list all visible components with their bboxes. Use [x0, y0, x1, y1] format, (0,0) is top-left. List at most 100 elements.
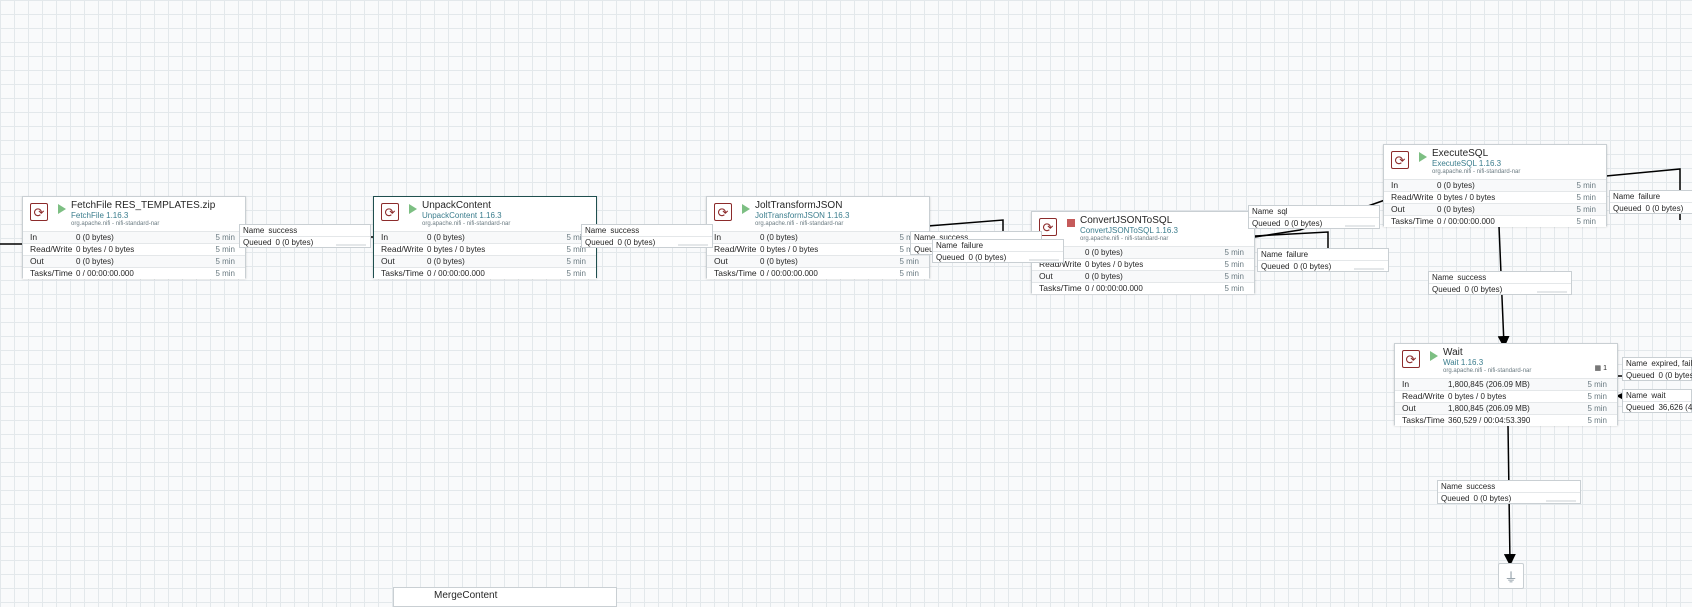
processor-name: FetchFile RES_TEMPLATES.zip	[71, 200, 216, 211]
stat-window: 5 min	[1224, 284, 1244, 293]
processor-icon: ⟳	[714, 203, 732, 221]
conn-queued-key: Queued	[1613, 204, 1642, 213]
queue-bar	[1546, 500, 1576, 502]
conn-queued-key: Queued	[1261, 262, 1290, 271]
stat-label-in: In	[381, 232, 389, 242]
conn-queued: 0 (0 bytes)	[1645, 204, 1684, 213]
processor-mergecontent-partial[interactable]: MergeContent	[393, 587, 617, 607]
processor-header: ⟳ Wait Wait 1.16.3 org.apache.nifi - nif…	[1395, 344, 1617, 378]
processor-header: ⟳ ConvertJSONToSQL ConvertJSONToSQL 1.16…	[1032, 212, 1254, 246]
processor-unpackcontent[interactable]: ⟳ UnpackContent UnpackContent 1.16.3 org…	[373, 196, 597, 279]
stat-label-rw: Read/Write	[30, 244, 73, 254]
stat-rw: 0 bytes / 0 bytes	[1085, 260, 1144, 269]
stat-rw: 0 bytes / 0 bytes	[76, 245, 135, 254]
conn-name: success	[1466, 482, 1496, 491]
conn-queued-key: Queued	[1441, 494, 1470, 503]
conn-queued-key: Queued	[1626, 403, 1655, 412]
processor-jolttransformjson[interactable]: ⟳ JoltTransformJSON JoltTransformJSON 1.…	[706, 196, 930, 279]
play-icon	[1430, 351, 1438, 361]
stat-window: 5 min	[1587, 404, 1607, 413]
processor-type: ExecuteSQL 1.16.3	[1432, 159, 1502, 168]
processor-executesql[interactable]: ⟳ ExecuteSQL ExecuteSQL 1.16.3 org.apach…	[1383, 144, 1607, 227]
stat-window: 5 min	[566, 245, 586, 254]
stat-window: 5 min	[1576, 205, 1596, 214]
conn-name-key: Name	[1432, 273, 1454, 282]
stat-window: 5 min	[215, 257, 235, 266]
processor-icon: ⟳	[30, 203, 48, 221]
conn-name-key: Name	[243, 226, 265, 235]
processor-fetchfile[interactable]: ⟳ FetchFile RES_TEMPLATES.zip FetchFile …	[22, 196, 246, 279]
queue-bar	[336, 244, 366, 246]
conn-queued-key: Queued	[914, 245, 943, 254]
conn-queued: 0 (0 bytes)	[1293, 262, 1332, 271]
active-thread-badge: ▦ 1	[1594, 365, 1607, 372]
stat-label-tasks: Tasks/Time	[1402, 415, 1445, 425]
conn-queued: 0 (0 bytes)	[1284, 219, 1323, 228]
stat-in: 0 (0 bytes)	[760, 233, 798, 242]
stat-window: 5 min	[566, 257, 586, 266]
processor-bundle: org.apache.nifi - nifi-standard-nar	[71, 221, 160, 227]
processor-name: JoltTransformJSON	[755, 200, 843, 211]
stat-window: 5 min	[1224, 260, 1244, 269]
processor-convertjsontosql[interactable]: ⟳ ConvertJSONToSQL ConvertJSONToSQL 1.16…	[1031, 211, 1255, 294]
processor-wait[interactable]: ⟳ Wait Wait 1.16.3 org.apache.nifi - nif…	[1394, 343, 1618, 426]
stat-label-tasks: Tasks/Time	[714, 268, 757, 278]
play-icon	[409, 204, 417, 214]
stat-tasks: 0 / 00:00:00.000	[1437, 217, 1495, 226]
stat-window: 5 min	[1224, 272, 1244, 281]
conn-queued-key: Queued	[1626, 371, 1655, 380]
conn-queued: 0 (0 bytes)	[968, 253, 1007, 262]
stat-label-rw: Read/Write	[1039, 259, 1082, 269]
processor-icon: ⟳	[1402, 350, 1420, 368]
processor-header: ⟳ UnpackContent UnpackContent 1.16.3 org…	[374, 197, 596, 231]
stat-window: 5 min	[215, 269, 235, 278]
stat-rw: 0 bytes / 0 bytes	[427, 245, 486, 254]
stat-label-out: Out	[381, 256, 395, 266]
stat-window: 5 min	[1576, 217, 1596, 226]
conn-name-key: Name	[1613, 192, 1635, 201]
conn-name: failure	[1286, 250, 1309, 259]
conn-queued: 0 (0 bytes)	[1473, 494, 1512, 503]
processor-type: FetchFile 1.16.3	[71, 211, 129, 220]
conn-name-key: Name	[585, 226, 607, 235]
stat-out: 0 (0 bytes)	[76, 257, 114, 266]
stat-in: 0 (0 bytes)	[76, 233, 114, 242]
play-icon	[742, 204, 750, 214]
processor-name: ExecuteSQL	[1432, 148, 1489, 159]
funnel-icon[interactable]: ⏚	[1498, 563, 1524, 589]
conn-name-key: Name	[1252, 207, 1274, 216]
queue-bar	[678, 244, 708, 246]
conn-name: success	[268, 226, 298, 235]
stat-label-rw: Read/Write	[1391, 192, 1434, 202]
conn-queued: 0 (0 bytes	[1658, 371, 1692, 380]
processor-bundle: org.apache.nifi - nifi-standard-nar	[755, 221, 844, 227]
stat-label-tasks: Tasks/Time	[30, 268, 73, 278]
active-thread-count: 1	[1603, 365, 1607, 372]
conn-queued-key: Queued	[243, 238, 272, 247]
stat-in: 1,800,845 (206.09 MB)	[1448, 380, 1530, 389]
stat-in: 0 (0 bytes)	[427, 233, 465, 242]
stat-tasks: 0 / 00:00:00.000	[1085, 284, 1143, 293]
processor-name: ConvertJSONToSQL	[1080, 215, 1173, 226]
stat-window: 5 min	[1587, 416, 1607, 425]
conn-name: failure	[961, 241, 984, 250]
stat-window: 5 min	[215, 233, 235, 242]
processor-name: UnpackContent	[422, 200, 491, 211]
stat-window: 5 min	[1587, 392, 1607, 401]
conn-queued-key: Queued	[585, 238, 614, 247]
conn-queued: 0 (0 bytes)	[617, 238, 656, 247]
stat-window: 5 min	[899, 257, 919, 266]
conn-queued: 0 (0 bytes)	[1464, 285, 1503, 294]
